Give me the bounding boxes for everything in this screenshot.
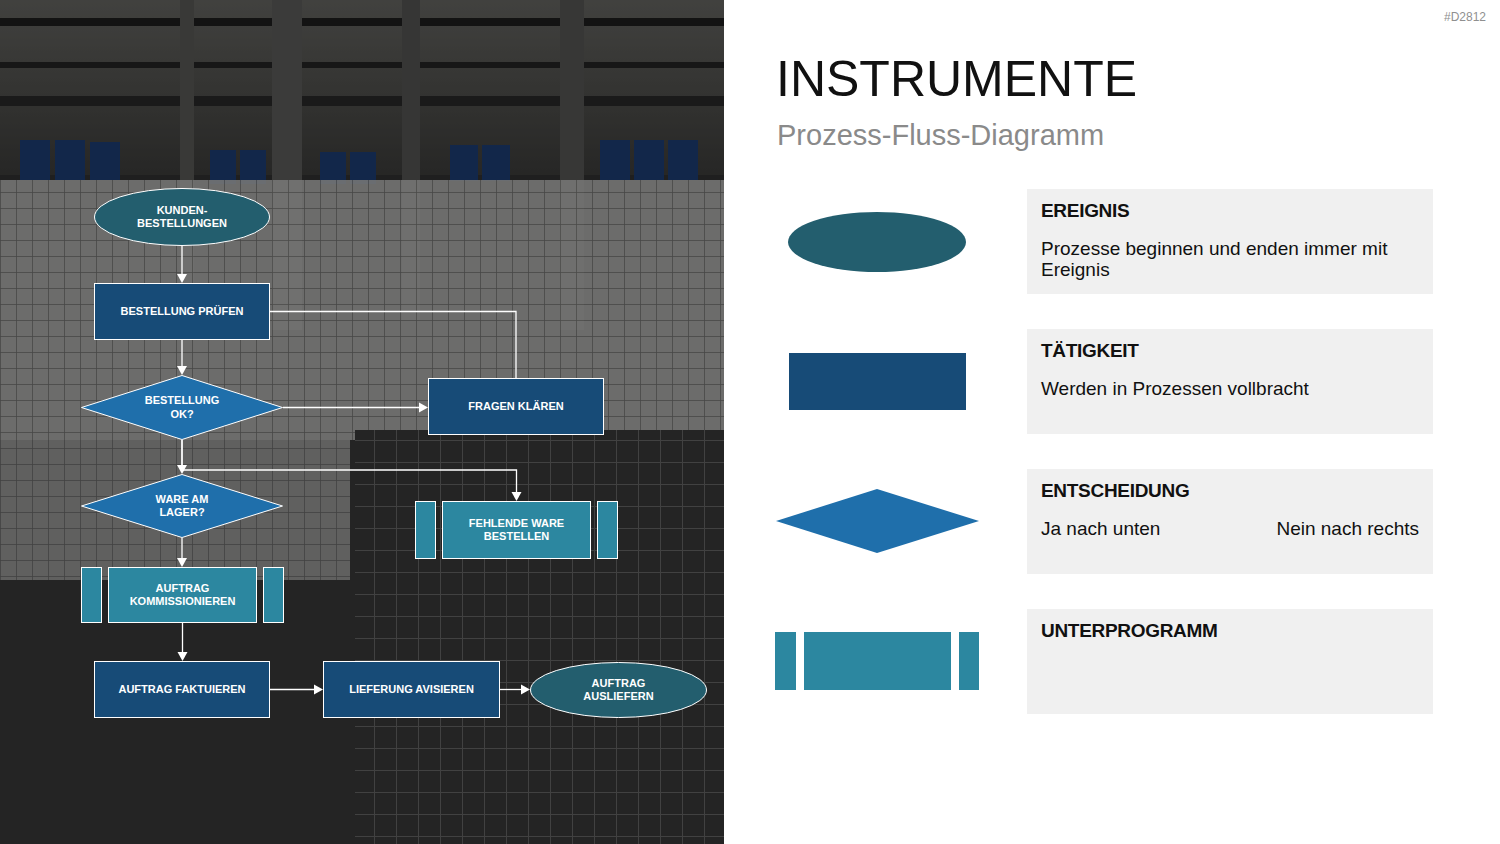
connector-line (182, 440, 517, 492)
legend-heading: EREIGNIS (1041, 201, 1129, 222)
legend-heading: ENTSCHEIDUNG (1041, 481, 1189, 502)
connector-line (270, 312, 516, 379)
event-ellipse: KUNDEN- BESTELLUNGEN (94, 188, 270, 246)
connector-line (270, 689, 314, 690)
legend-panel: ENTSCHEIDUNGJa nach untenNein nach recht… (1027, 469, 1433, 574)
subprogram-sample (804, 632, 951, 690)
arrowhead (178, 652, 188, 661)
connector (178, 623, 188, 661)
box-fill (324, 662, 500, 718)
connector-line (181, 538, 182, 558)
box-fill (429, 379, 604, 435)
process-box: AUFTRAG FAKTUIEREN (94, 661, 270, 718)
subprogram-box: FEHLENDE WARE BESTELLEN (415, 501, 618, 559)
box-fill (95, 662, 270, 718)
decor (0, 0, 724, 844)
connector (283, 403, 428, 413)
connector (177, 340, 187, 375)
arrowhead (177, 366, 187, 375)
activity-sample (789, 353, 966, 410)
connector-line (283, 407, 419, 408)
node-label: LIEFERUNG AVISIEREN (349, 683, 474, 696)
subprogram-sample (775, 632, 796, 690)
sub-bar (82, 568, 102, 623)
diamond-fill (82, 376, 283, 440)
event-ellipse: AUFTRAG AUSLIEFERN (530, 662, 707, 718)
node-label: FEHLENDE WARE BESTELLEN (461, 517, 573, 543)
node-label: WARE AM LAGER? (146, 493, 218, 519)
process-box: FRAGEN KLÄREN (428, 378, 604, 435)
node-label: AUFTRAG FAKTUIEREN (118, 683, 245, 696)
legend-heading: UNTERPROGRAMM (1041, 621, 1218, 642)
process-box: LIEFERUNG AVISIEREN (323, 661, 500, 718)
ellipse-fill (531, 663, 707, 718)
sub-body (443, 502, 591, 559)
sub-bar (264, 568, 284, 623)
connector-line (181, 340, 182, 366)
arrowhead (512, 492, 522, 501)
event-sample (788, 212, 966, 272)
subprogram-box: AUFTRAG KOMMISSIONIEREN (81, 567, 284, 623)
legend-panel: EREIGNIS Prozesse beginnen und enden imme… (1027, 189, 1433, 294)
legend-heading: TÄTIGKEIT (1041, 341, 1139, 362)
node-label: BESTELLUNG OK? (142, 394, 222, 420)
subprogram-sample (959, 632, 979, 690)
connector (500, 685, 530, 695)
box-fill (95, 284, 270, 340)
connector-line (182, 623, 183, 652)
legend-panel: UNTERPROGRAMM (1027, 609, 1433, 714)
slide-subtitle: Prozess-Fluss-Diagramm (777, 119, 1104, 152)
node-label: AUFTRAG AUSLIEFERN (574, 677, 664, 703)
arrowhead (419, 403, 428, 413)
sub-bar (598, 502, 618, 559)
legend-text: Werden in Prozessen vollbracht (1041, 379, 1419, 400)
arrowhead (177, 558, 187, 567)
connector-line (500, 689, 521, 690)
node-label: BESTELLUNG PRÜFEN (121, 305, 244, 318)
warehouse-photo (0, 0, 724, 844)
decision-sample (776, 489, 979, 553)
decor (0, 0, 724, 844)
connector-line (181, 246, 182, 274)
node-label: AUFTRAG KOMMISSIONIEREN (127, 582, 239, 608)
sub-body (109, 568, 257, 623)
slide-title: INSTRUMENTE (776, 50, 1137, 108)
decision-diamond: WARE AM LAGER? (81, 474, 283, 538)
arrowhead (521, 685, 530, 695)
arrowhead (314, 685, 323, 695)
slide-code: #D2812 (1444, 10, 1486, 24)
diamond-fill (82, 475, 283, 538)
sub-bar (416, 502, 436, 559)
arrowhead (177, 274, 187, 283)
legend-panel: TÄTIGKEIT Werden in Prozessen vollbracht (1027, 329, 1433, 434)
legend-text: Prozesse beginnen und enden immer mit Er… (1041, 239, 1419, 281)
node-label: KUNDEN- BESTELLUNGEN (132, 204, 232, 230)
connector (270, 685, 323, 695)
process-box: BESTELLUNG PRÜFEN (94, 283, 270, 340)
node-label: FRAGEN KLÄREN (468, 400, 563, 413)
connector (177, 246, 187, 283)
ellipse-fill (95, 189, 270, 246)
decision-diamond: BESTELLUNG OK? (81, 375, 283, 440)
connector (270, 312, 516, 379)
connector (177, 538, 187, 567)
legend-samples (775, 212, 979, 690)
legend-text: Nein nach rechts (1276, 519, 1419, 540)
